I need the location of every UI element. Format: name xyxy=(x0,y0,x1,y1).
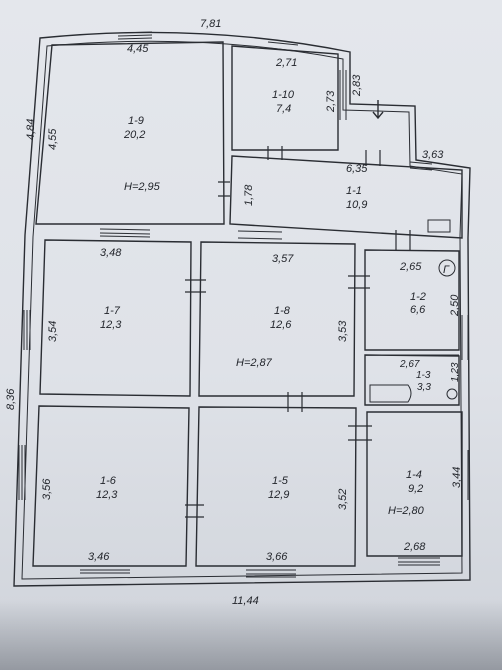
room-1-7-name: 1-7 xyxy=(104,305,121,317)
room-1-8-dim-height: 3,53 xyxy=(337,320,349,342)
room-1-9-dim-height: 4,55 xyxy=(47,128,59,150)
room-1-1-dim-width: 6,35 xyxy=(346,163,368,175)
room-1-8-outline xyxy=(198,241,356,397)
dim-top-width: 7,81 xyxy=(200,18,221,30)
room-1-6-outline xyxy=(32,405,190,567)
room-1-10-name: 1-10 xyxy=(272,89,295,101)
dim-annex-top: 3,63 xyxy=(422,149,444,161)
room-1-5-name: 1-5 xyxy=(272,475,289,487)
room-1-5-dim-width: 3,66 xyxy=(266,551,288,563)
room-1-3-name: 1-3 xyxy=(416,370,431,381)
room-1-3-area: 3,3 xyxy=(417,382,431,393)
room-1-3-outline xyxy=(364,354,460,406)
room-1-7-area: 12,3 xyxy=(100,319,122,331)
room-1-2-dim-height: 2,50 xyxy=(449,294,461,317)
room-1-6-dim-width: 3,46 xyxy=(88,551,110,563)
outer-wall xyxy=(13,31,471,587)
room-1-8-name: 1-8 xyxy=(274,305,291,317)
sheet-shadow xyxy=(0,600,502,670)
room-1-5-area: 12,9 xyxy=(268,489,289,501)
doors xyxy=(185,146,411,518)
room-1-7-dim-width: 3,48 xyxy=(100,247,122,259)
room-1-9-area: 20,2 xyxy=(123,129,145,141)
room-1-8-height: H=2,87 xyxy=(236,357,273,369)
inner-outline xyxy=(21,40,463,580)
room-1-4-outline xyxy=(366,411,463,557)
room-1-2-area: 6,6 xyxy=(410,304,426,316)
room-1-6-area: 12,3 xyxy=(96,489,118,501)
stove-icon xyxy=(427,219,451,233)
room-1-3-dim-width: 2,67 xyxy=(399,359,420,370)
room-1-1-dim-height: 1,78 xyxy=(243,184,255,206)
dim-left-upper: 4,84 xyxy=(25,119,37,140)
room-1-8-area: 12,6 xyxy=(270,319,292,331)
bathtub xyxy=(369,384,412,403)
room-1-9-dim-width: 4,45 xyxy=(127,43,149,55)
room-1-5-outline xyxy=(195,406,357,567)
room-1-10-dim-height: 2,73 xyxy=(325,90,337,113)
entry-arrow xyxy=(372,100,384,120)
room-1-9-name: 1-9 xyxy=(128,115,144,127)
room-1-1-outline xyxy=(229,155,463,239)
room-1-1-name: 1-1 xyxy=(346,185,362,197)
room-1-4-dim-height: 3,44 xyxy=(451,467,463,488)
room-1-7-outline xyxy=(39,239,192,397)
room-1-1-area: 10,9 xyxy=(346,199,367,211)
room-1-10-area: 7,4 xyxy=(276,103,291,115)
room-1-4-height: H=2,80 xyxy=(388,505,425,517)
boiler-symbol: Г xyxy=(443,264,450,276)
windows xyxy=(18,31,469,578)
room-1-10-outline xyxy=(231,45,339,151)
boiler-icon xyxy=(438,259,456,277)
room-1-8-dim-width: 3,57 xyxy=(272,253,294,265)
room-1-9-outline xyxy=(35,41,225,225)
room-1-4-name: 1-4 xyxy=(406,469,422,481)
dim-left-total: 8,36 xyxy=(5,388,17,410)
room-1-2-dim-width: 2,65 xyxy=(399,261,422,273)
room-1-7-dim-height: 3,54 xyxy=(47,321,59,342)
room-1-6-dim-height: 3,56 xyxy=(41,478,53,500)
room-1-5-dim-height: 3,52 xyxy=(337,489,349,510)
partition xyxy=(365,349,459,356)
room-1-6-name: 1-6 xyxy=(100,475,117,487)
sink xyxy=(446,388,458,400)
dim-annex-side: 2,83 xyxy=(351,74,363,97)
room-1-4-area: 9,2 xyxy=(408,483,423,495)
room-1-4-dim-width: 2,68 xyxy=(403,541,426,553)
dim-bottom-width: 11,44 xyxy=(232,595,259,607)
room-1-10-dim-width: 2,71 xyxy=(275,57,297,69)
room-1-2-name: 1-2 xyxy=(410,291,426,303)
room-1-3-dim-height: 1,23 xyxy=(450,362,461,382)
room-1-9-height: H=2,95 xyxy=(124,181,161,193)
